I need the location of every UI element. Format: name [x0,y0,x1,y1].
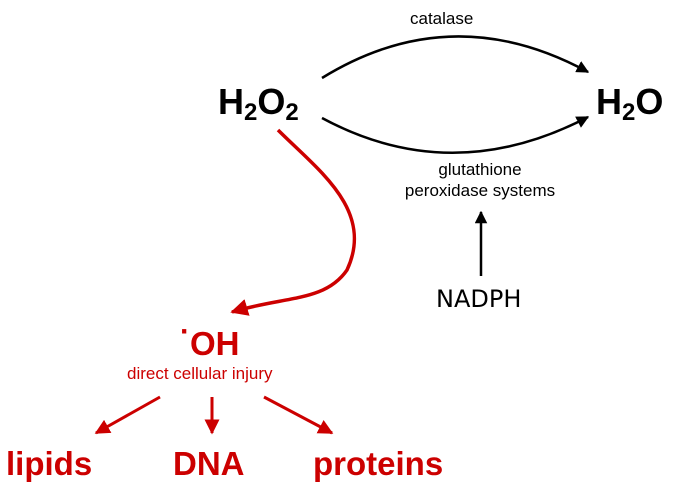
catalase-arrow [321,35,590,80]
hydroxyl-radical-node: ·OH [180,317,240,362]
h2o2-h-subscript: 2 [244,99,258,126]
h2o-h-subscript: 2 [622,99,636,126]
injury-to-lipids-arrow [94,395,161,435]
glutathione-label-line2: peroxidase systems [404,180,556,200]
glutathione-label-line1: glutathione [438,160,522,179]
h2o2-node: H2O2 [218,81,299,125]
hydroxyl-label: OH [190,325,240,362]
h2o-node: H2O [596,81,664,125]
h2o2-o-subscript: 2 [285,99,299,126]
h2o-o: O [635,81,664,122]
radical-dot: · [180,315,190,348]
target-lipids: lipids [6,445,93,482]
h2o-h: H [596,81,622,122]
target-proteins: proteins [313,445,444,482]
h2o2-o: O [257,81,286,122]
injury-label: direct cellular injury [127,364,273,383]
h2o2-h: H [218,81,244,122]
catalase-label: catalase [410,9,474,28]
h2o2-to-hydroxyl-arrow [230,128,357,316]
target-dna: DNA [173,445,245,482]
glutathione-label: glutathione peroxidase systems [362,160,598,201]
injury-to-proteins-arrow [263,395,334,435]
nadph-node: NADPH [436,285,522,313]
glutathione-arrow [321,115,590,154]
